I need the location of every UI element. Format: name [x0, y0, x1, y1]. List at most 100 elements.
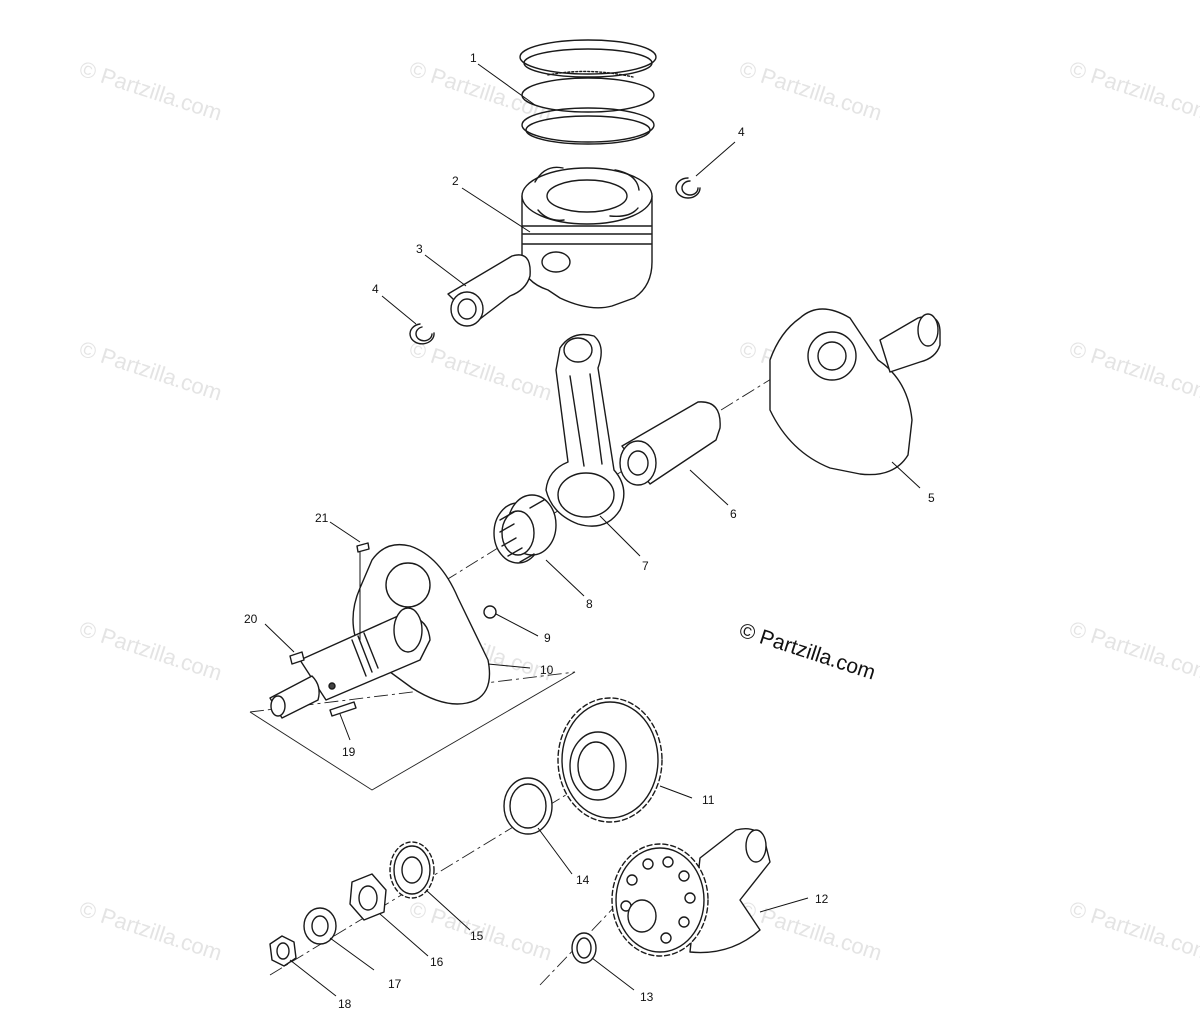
watermark: © Partzilla.com: [406, 336, 555, 406]
ring-oil: [521, 107, 655, 143]
leader-14: [537, 827, 573, 875]
bearing-inner: [501, 510, 535, 556]
snap-ring: [571, 932, 597, 964]
gear-hole: [684, 892, 696, 904]
pin-boss: [541, 251, 571, 273]
key-body: [356, 542, 370, 553]
ring-inner: [576, 937, 592, 959]
callout-21: 21: [315, 511, 329, 525]
journal-end: [917, 313, 939, 347]
callout-8: 8: [586, 597, 593, 611]
leader-17: [329, 937, 375, 971]
callout-10: 10: [540, 663, 554, 677]
callout-6: 6: [730, 507, 737, 521]
callout-12: 12: [815, 892, 829, 906]
crank-half-right: [769, 308, 941, 476]
gear-face: [615, 847, 705, 953]
leader-18: [289, 959, 337, 997]
keyway: [328, 682, 336, 690]
shaft-end: [270, 695, 286, 717]
leader-9: [495, 613, 539, 637]
leader-5: [891, 461, 921, 489]
flywheel-web: [769, 308, 913, 476]
callout-7: 7: [642, 559, 649, 573]
callout-16: 16: [430, 955, 444, 969]
pin-body: [329, 701, 357, 717]
small-end-bore: [563, 337, 593, 363]
callout-9: 9: [544, 631, 551, 645]
leader-4a: [695, 141, 736, 177]
watermark: © Partzilla.com: [1066, 896, 1200, 966]
flat-washer: [303, 907, 337, 945]
piston: [521, 166, 653, 309]
washer-inner: [509, 783, 547, 829]
gear-hole: [678, 870, 690, 882]
watermark: © Partzilla.com: [1066, 336, 1200, 406]
crank-half-left: [269, 543, 491, 719]
pin-face: [627, 450, 649, 476]
ring-top-inner: [523, 48, 653, 78]
watermark: © Partzilla.com: [76, 896, 225, 966]
callout-15: 15: [470, 929, 484, 943]
piston-pin: [447, 254, 531, 327]
callout-4a: 4: [738, 125, 745, 139]
ring-top: [519, 39, 657, 75]
watermark: © Partzilla.com: [76, 336, 225, 406]
pin-bore: [457, 298, 477, 320]
callout-numbers: 1 2 3 4 4 5 6 7 8 9 10 11 12 13 14 15 16…: [244, 51, 935, 1011]
leader-10: [487, 663, 531, 669]
callout-11: 11: [702, 793, 715, 807]
needle-rollers: [499, 499, 545, 563]
gear-hole: [642, 858, 654, 870]
piston-bowl: [546, 179, 628, 213]
gear-bore: [577, 741, 615, 791]
leader-11: [659, 785, 693, 799]
callout-5: 5: [928, 491, 935, 505]
drive-gear: [557, 697, 663, 823]
washer-inner: [311, 915, 329, 937]
watermark: © Partzilla.com: [736, 56, 885, 126]
leader-8: [545, 559, 585, 597]
big-end-bore: [557, 472, 615, 518]
key-pin: [356, 542, 370, 553]
circlip: [675, 177, 701, 199]
piston-crown: [521, 167, 653, 225]
rod-web: [589, 373, 603, 465]
callout-18: 18: [338, 997, 352, 1011]
nut-bore: [276, 942, 290, 960]
ball: [483, 605, 497, 619]
watermark-main: © Partzilla.com: [736, 619, 878, 685]
callout-17: 17: [388, 977, 402, 991]
shaft-collar: [393, 607, 423, 653]
shaft-splines: [351, 632, 379, 677]
watermark: © Partzilla.com: [76, 56, 225, 126]
rod-web: [569, 375, 585, 467]
balance-shaft: [611, 828, 771, 957]
leader-4b: [381, 295, 417, 325]
leader-3: [424, 254, 467, 287]
hex-nut: [269, 935, 297, 967]
gear-hub: [627, 899, 657, 933]
ring-expander: [547, 70, 634, 78]
gear-hole: [660, 932, 672, 944]
leader-20: [264, 623, 295, 653]
circlip-inner: [681, 180, 699, 196]
leader-2: [461, 187, 531, 233]
circlip-right: [675, 177, 701, 199]
callout-4b: 4: [372, 282, 379, 296]
connecting-rod: [545, 333, 625, 527]
sprocket-bore: [401, 856, 423, 884]
needle-bearing: [493, 494, 557, 564]
leader-lines: [264, 63, 921, 997]
circlip-left: [409, 323, 435, 345]
woodruff-key: [289, 651, 305, 665]
valve-reliefs: [534, 166, 640, 221]
shaft-end: [745, 829, 767, 863]
watermark: © Partzilla.com: [1066, 56, 1200, 126]
callout-3: 3: [416, 242, 423, 256]
lock-nut: [349, 873, 387, 921]
gear-hole: [626, 874, 638, 886]
circlip-inner: [415, 326, 433, 342]
gear-hole: [678, 916, 690, 928]
